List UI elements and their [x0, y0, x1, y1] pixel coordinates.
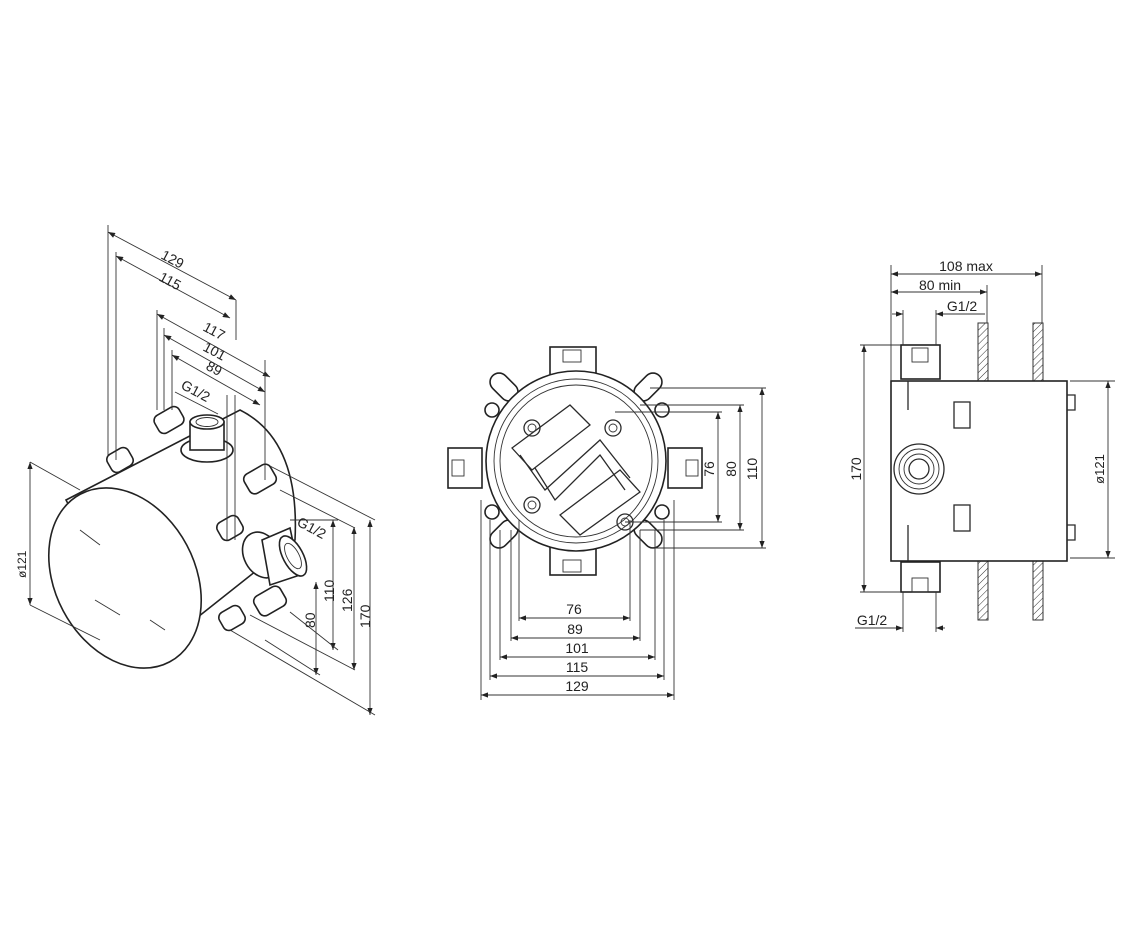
side-view: 108 max 80 min G1/2 170 ø121 G1/2 [848, 258, 1115, 632]
front-dim-101-horizontal: 101 [565, 640, 589, 656]
iso-thread-side: G1/2 [295, 514, 329, 542]
front-dim-89-horizontal: 89 [567, 621, 583, 637]
iso-dim-80: 80 [302, 612, 318, 628]
screw-bosses [523, 419, 634, 531]
side-thread-top: G1/2 [947, 298, 978, 314]
iso-dim-129: 129 [159, 247, 187, 272]
side-outlet-circle [893, 443, 945, 495]
iso-dim-89: 89 [204, 358, 225, 380]
iso-dim-117: 117 [201, 319, 228, 344]
iso-thread-top: G1/2 [179, 377, 213, 405]
mounting-lug [106, 405, 288, 632]
top-outlet [180, 414, 234, 463]
iso-dim-diameter: ø121 [15, 550, 29, 578]
side-outlet [241, 526, 308, 587]
side-dim-diameter: ø121 [1092, 454, 1107, 484]
wall-section [977, 322, 989, 382]
side-dim-80-min: 80 min [919, 277, 961, 293]
iso-dimension-lines [27, 225, 376, 716]
iso-dim-110: 110 [321, 579, 337, 602]
side-dimension-lines [855, 265, 1115, 632]
front-dim-115-horizontal: 115 [566, 659, 589, 675]
isometric-view: 129 115 117 101 89 G1/2 G1/2 110 126 80 … [15, 225, 376, 716]
front-view: 76 89 101 115 129 76 80 110 [447, 346, 766, 700]
front-dim-80-vertical: 80 [723, 461, 739, 477]
front-dim-110-vertical: 110 [744, 458, 760, 481]
front-dim-76-horizontal: 76 [566, 601, 582, 617]
iso-dim-115: 115 [157, 269, 184, 294]
side-dim-108-max: 108 max [939, 258, 993, 274]
front-dim-76-vertical: 76 [701, 461, 717, 477]
side-thread-bottom: G1/2 [857, 612, 888, 628]
front-dim-129-horizontal: 129 [565, 678, 589, 694]
side-dim-170: 170 [848, 457, 864, 481]
iso-dim-170: 170 [357, 604, 373, 628]
front-dimension-lines [480, 387, 766, 700]
iso-dim-126: 126 [339, 588, 355, 612]
